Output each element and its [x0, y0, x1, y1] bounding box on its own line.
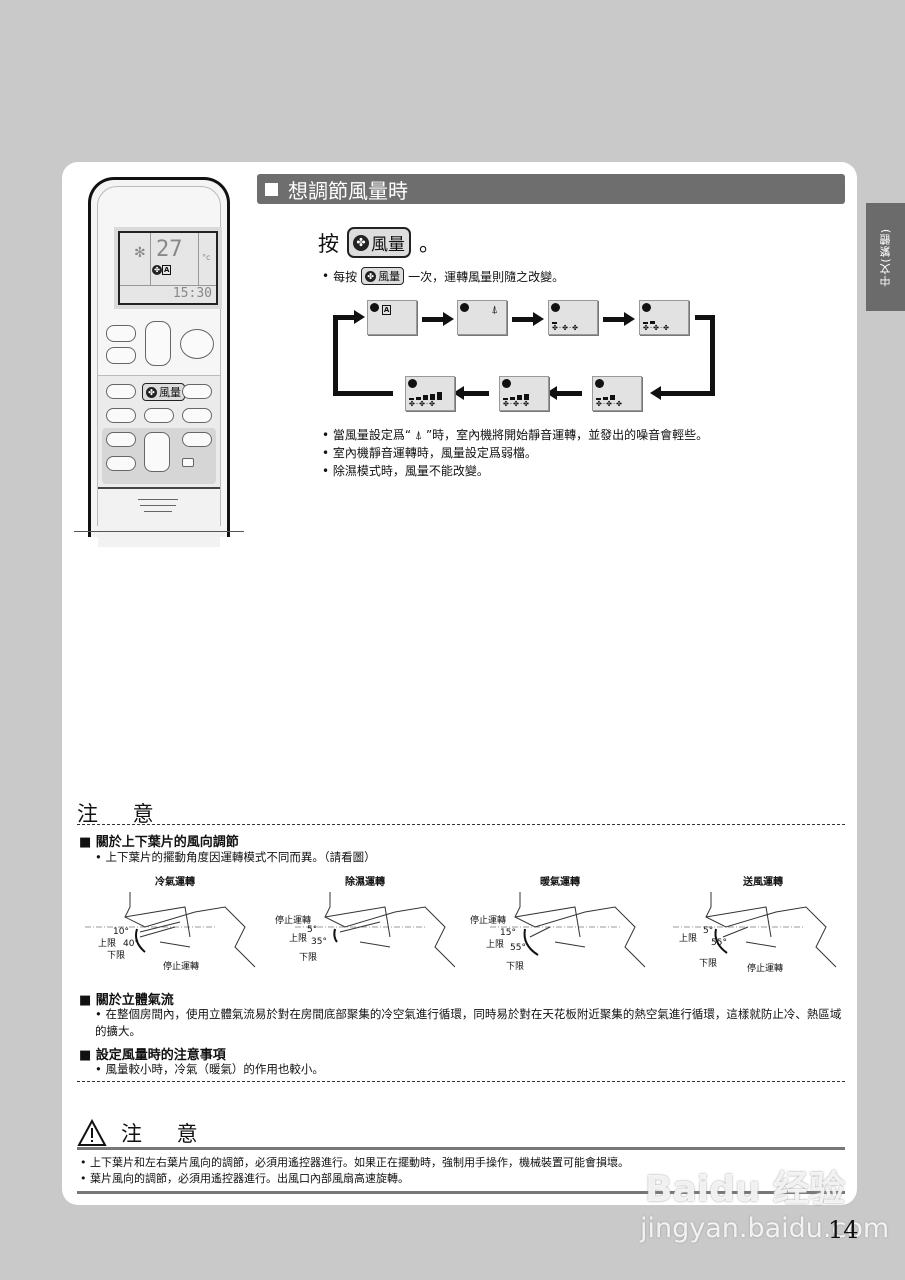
arrow-right-icon — [512, 312, 544, 326]
section-title-bar: 想調節風量時 — [257, 174, 845, 204]
caution-title: 注 意 — [77, 802, 168, 826]
remote-button[interactable] — [182, 408, 212, 423]
remote-fan-button[interactable]: ✤風量 — [142, 383, 185, 401]
remote-control-illustration: ✻ 27 °c ✤A 15:30 ✤風量 — [74, 175, 244, 547]
fan-mode-level-5: ✤·✤·✤ — [405, 376, 455, 411]
remote-battery-cover — [98, 487, 220, 547]
remote-temp-button[interactable] — [145, 321, 171, 366]
fan-setting-heading: ■ 設定風量時的注意事項 — [79, 1048, 226, 1063]
arrow-left-icon — [453, 386, 489, 400]
divider — [77, 1081, 845, 1082]
snowflake-icon: ✻ — [134, 245, 146, 261]
remote-button[interactable] — [106, 325, 136, 342]
remote-lcd: ✻ 27 °c ✤A 15:30 — [118, 231, 218, 305]
arrow-right-icon — [422, 312, 454, 326]
arrow-left-icon — [650, 386, 715, 400]
fan-icon — [460, 303, 469, 312]
fan-mode-level-3: ✤·✤·✤ — [592, 376, 642, 411]
warning-title: 注 意 — [77, 1118, 212, 1148]
fan-speed-button-graphic-small: ✤風量 — [361, 267, 405, 285]
fan-mode-level-2: ✤·✤·✤ — [639, 300, 689, 335]
remote-clock: 15:30 — [172, 286, 212, 301]
fan-mode-auto: A — [367, 300, 417, 335]
arrow-left-icon — [546, 386, 582, 400]
remote-temperature: 27 — [156, 237, 183, 262]
remote-button[interactable] — [106, 456, 136, 471]
divider — [77, 1147, 845, 1150]
airflow-heading: ■ 關於立體氣流 — [79, 993, 174, 1008]
divider — [77, 1191, 845, 1194]
fan-speed-cycle-diagram: A ⍋ ✤·✤·✤ ✤·✤·✤ ✤·✤·✤ ✤·✤·✤ ✤·✤·✤ — [330, 298, 720, 413]
louver-diagram-heating: 暖氣運轉 停止運轉 15° 上限 55° 下限 — [470, 873, 650, 978]
remote-button[interactable] — [144, 432, 170, 472]
fan-mode-level-4: ✤·✤·✤ — [499, 376, 549, 411]
louver-diagram-cooling: 冷氣運轉 10° 上限 40° 下限 停止運轉 — [85, 873, 265, 978]
section-title: 想調節風量時 — [288, 178, 408, 203]
louver-text: • 上下葉片的擺動角度因運轉模式不同而異。（請看圖） — [95, 850, 376, 864]
language-tab[interactable]: 中文(繁體) — [866, 203, 905, 311]
fan-auto-icon: ✤A — [152, 265, 172, 275]
warning-triangle-icon — [77, 1119, 107, 1146]
divider — [77, 824, 845, 825]
remote-button[interactable] — [106, 347, 136, 364]
louver-diagram-dry: 除濕運轉 停止運轉 5° 上限 35° 下限 — [275, 873, 455, 978]
fan-icon: ✤ — [146, 386, 157, 398]
remote-power-button[interactable] — [180, 329, 214, 359]
quiet-tree-icon: ⍋ — [491, 303, 498, 316]
remote-button[interactable] — [144, 408, 174, 423]
fan-mode-quiet: ⍋ — [457, 300, 507, 335]
remote-button[interactable] — [182, 432, 212, 447]
fan-setting-text: • 風量較小時，冷氣（暖氣）的作用也較小。 — [95, 1062, 324, 1076]
baidu-watermark: Baidu 经验 — [645, 1169, 846, 1210]
fan-mode-level-1: ✤·✤·✤ — [548, 300, 598, 335]
fan-icon: ✤ — [353, 234, 369, 251]
baidu-watermark-url: jingyan.baidu.com — [640, 1213, 890, 1244]
louver-heading: ■ 關於上下葉片的風向調節 — [79, 835, 239, 850]
warning-list: • 上下葉片和左右葉片風向的調節，必須用遙控器進行。如果正在擺動時，強制用手操作… — [80, 1156, 629, 1185]
remote-button[interactable] — [106, 432, 136, 447]
fan-icon — [370, 303, 379, 312]
remote-timer-button[interactable] — [182, 458, 194, 467]
remote-body: ✻ 27 °c ✤A 15:30 ✤風量 — [88, 177, 230, 547]
page-number: 14 — [828, 1216, 859, 1244]
fan-icon: ✤ — [365, 270, 377, 282]
remote-lcd-frame: ✻ 27 °c ✤A 15:30 — [114, 227, 222, 309]
fan-speed-button-graphic: ✤風量 — [347, 227, 411, 258]
remote-button[interactable] — [182, 384, 212, 399]
airflow-text: • 在整個房間內，使用立體氣流易於對在房間底部聚集的冷空氣進行循環，同時易於對在… — [95, 1007, 842, 1038]
louver-diagram-fan: 送風運轉 5° 上限 55° 下限 停止運轉 — [673, 873, 853, 978]
remote-button[interactable] — [106, 408, 136, 423]
fan-notes-list: 當風量設定爲“ ⍋ ”時，室內機將開始靜音運轉，並發出的噪音會輕些。 室內機靜音… — [322, 426, 708, 480]
remote-button[interactable] — [106, 384, 136, 399]
arrow-right-icon — [603, 312, 635, 326]
arrow-right-icon — [333, 310, 365, 324]
press-note: •每按 ✤風量 一次，運轉風量則隨之改變。 — [322, 267, 565, 285]
press-instruction: 按 ✤風量 。 — [318, 227, 440, 258]
